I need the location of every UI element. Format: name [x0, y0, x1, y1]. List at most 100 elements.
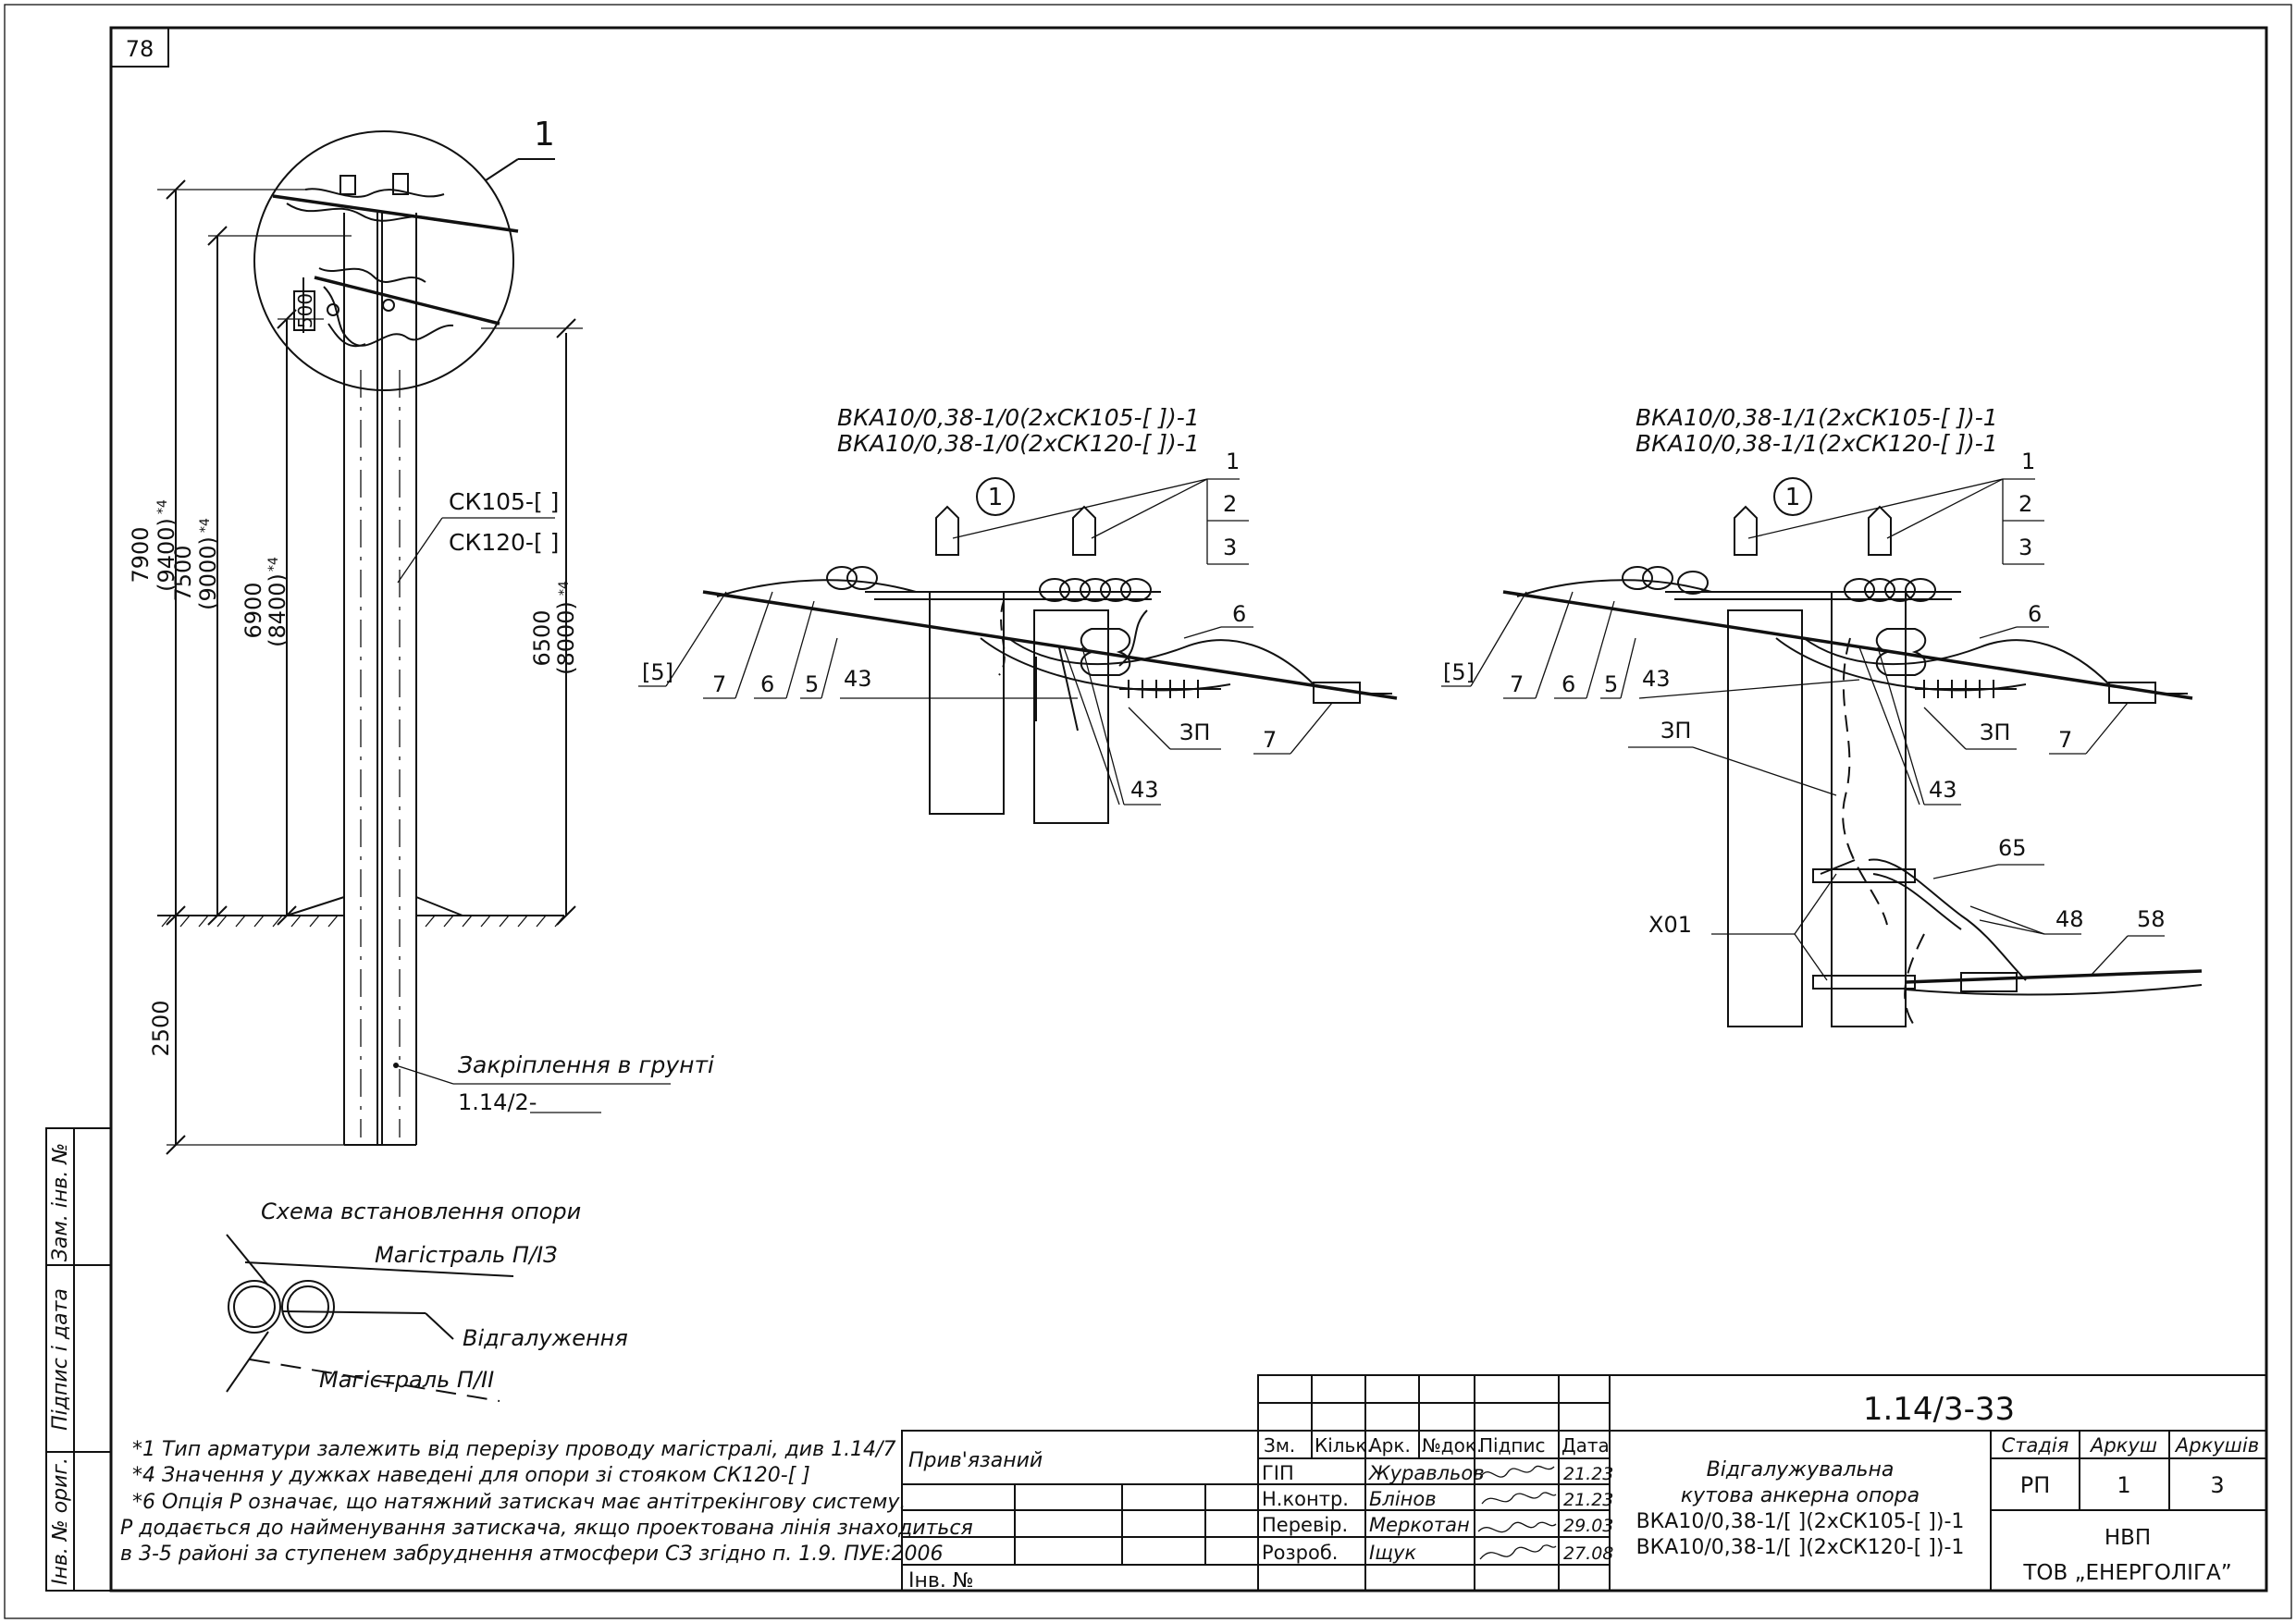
sheet-value: 1	[2117, 1472, 2130, 1498]
det2-tag-58: 58	[2137, 906, 2166, 932]
title-line-1: Відгалужувальна	[1707, 1458, 1895, 1482]
det1-tag-zp: ЗП	[1179, 719, 1210, 745]
det2-tag-7a: 7	[1510, 671, 1524, 697]
det1-tag-7a: 7	[712, 671, 726, 697]
staff-date-0: 21.23	[1563, 1464, 1613, 1484]
det2-tag-43a: 43	[1642, 666, 1671, 692]
det2-tag-7b: 7	[2058, 727, 2072, 753]
sheet-header: Аркуш	[2089, 1434, 2157, 1457]
det2-tag-5b: [5]	[1443, 659, 1475, 685]
dim-6500: 6500	[529, 609, 555, 666]
note-5: в 3-5 районі за ступенем забруднення атм…	[120, 1543, 944, 1566]
scheme-branch: Відгалуження	[463, 1325, 628, 1351]
det1-tag-43a: 43	[844, 666, 872, 692]
title-line-3: ВКА10/0,38-1/[ ](2хСК105-[ ])-1	[1636, 1510, 1965, 1533]
fixing-ref: 1.14/2-	[458, 1089, 537, 1115]
note-1: *1 Тип арматури залежить від перерізу пр…	[132, 1438, 895, 1461]
detail-circle	[253, 130, 514, 391]
det1-tag-1: 1	[1226, 449, 1240, 474]
det2-tag-zp-left: ЗП	[1660, 718, 1691, 744]
dim-8400: (8400)	[265, 573, 290, 647]
notes: *1 Тип арматури залежить від перерізу пр…	[120, 1438, 973, 1566]
note-4: Р додається до найменування затискача, я…	[120, 1517, 973, 1540]
staff-date-1: 21.23	[1563, 1490, 1613, 1510]
staff-role-3: Розроб.	[1262, 1542, 1338, 1564]
dim-mark: *4	[155, 499, 170, 514]
margin-label-inv: Інв. № ориг.	[49, 1457, 72, 1585]
dim-7900: 7900	[128, 526, 154, 583]
det2-tag-3: 3	[2018, 535, 2032, 560]
det1-line2: ВКА10/0,38-1/0(2хСК120-[ ])-1	[837, 430, 1200, 457]
det2-tag-2: 2	[2018, 491, 2032, 517]
scheme-title: Схема встановлення опори	[261, 1199, 581, 1224]
signatures	[1477, 1465, 1557, 1560]
staff-name-1: Блінов	[1369, 1488, 1437, 1510]
det1-tag-5a: 5	[805, 671, 819, 697]
staff-date-3: 27.08	[1563, 1543, 1613, 1564]
pole-side-view: 1 500	[128, 116, 714, 1155]
header-data: Дата	[1562, 1434, 1610, 1457]
page-number-box	[110, 27, 169, 68]
attached-label: Прив'язаний	[908, 1449, 1043, 1472]
stage-header: Стадія	[2002, 1434, 2069, 1457]
title-line-4: ВКА10/0,38-1/[ ](2хСК120-[ ])-1	[1636, 1536, 1965, 1559]
det2-tag-43b: 43	[1929, 777, 1957, 803]
det2-tag-x01: Х01	[1648, 912, 1692, 938]
staff-name-3: Іщук	[1369, 1542, 1416, 1564]
det1-tag-3: 3	[1223, 535, 1237, 560]
dim-8000: (8000)	[553, 601, 579, 675]
header-ark: Арк.	[1369, 1434, 1411, 1457]
staff-role-1: Н.контр.	[1262, 1488, 1349, 1510]
dim-2500: 2500	[148, 1000, 174, 1056]
pole-type-b: СК120-[ ]	[449, 529, 559, 556]
detail-variant-0: ВКА10/0,38-1/0(2хСК105-[ ])-1 ВКА10/0,38…	[638, 404, 1398, 824]
det1-line1: ВКА10/0,38-1/0(2хСК105-[ ])-1	[837, 404, 1200, 431]
stage-value: РП	[2020, 1472, 2051, 1498]
title-line-2: кутова анкерна опора	[1681, 1484, 1920, 1507]
det2-tag-6b: 6	[1562, 671, 1575, 697]
header-pidpys: Підпис	[1479, 1434, 1546, 1457]
det1-tag-2: 2	[1223, 491, 1237, 517]
det2-tag-zp-right: ЗП	[1980, 719, 2010, 745]
margin-strip: Зам. інв. № Підпис і дата Інв. № ориг.	[45, 1127, 112, 1592]
note-3: *6 Опція Р означає, що натяжний затискач…	[132, 1491, 906, 1514]
dim-9400: (9400)	[154, 518, 179, 592]
dim-6900: 6900	[241, 582, 266, 638]
det1-circle: 1	[988, 484, 1004, 511]
fixing-label: Закріплення в грунті	[458, 1051, 714, 1078]
det2-tag-65: 65	[1998, 835, 2027, 861]
inv-label: Інв. №	[908, 1569, 974, 1592]
page-number: 78	[126, 36, 154, 62]
dim-9000: (9000)	[195, 536, 221, 610]
det2-tag-5a: 5	[1604, 671, 1618, 697]
staff-date-2: 29.03	[1563, 1516, 1613, 1536]
pole-callout: 1	[534, 116, 555, 154]
header-zm: Зм.	[1264, 1434, 1295, 1457]
detail-variant-1: ВКА10/0,38-1/1(2хСК105-[ ])-1 ВКА10/0,38…	[1441, 404, 2203, 1027]
dim-500: 500	[294, 293, 316, 328]
det1-tag-7b: 7	[1263, 727, 1277, 753]
dim-mark: *4	[266, 557, 281, 572]
det2-tag-48: 48	[2055, 906, 2084, 932]
title-block: Прив'язаний Інв. № Зм. Кільк. Арк. №док.…	[901, 1374, 2267, 1592]
dim-mark: *4	[557, 581, 572, 596]
det2-tag-1: 1	[2021, 449, 2035, 474]
det1-tag-6a: 6	[1232, 601, 1246, 627]
drawing-code: 1.14/3-33	[1863, 1391, 2015, 1428]
pole-type-a: СК105-[ ]	[449, 488, 559, 515]
scheme-main-b: Магістраль П/ІІ	[319, 1367, 494, 1393]
det1-tag-5b: [5]	[642, 659, 673, 685]
org-line-1: НВП	[2105, 1526, 2151, 1550]
staff-name-0: Журавльов	[1367, 1462, 1485, 1484]
margin-label-sign: Підпис і дата	[49, 1288, 72, 1431]
header-ndok: №док.	[1422, 1434, 1482, 1457]
installation-scheme: Схема встановлення опори Магістраль П/ІЗ…	[226, 1199, 628, 1402]
header-kilk: Кільк.	[1315, 1434, 1373, 1457]
det1-tag-6b: 6	[760, 671, 774, 697]
staff-name-2: Меркотан	[1369, 1514, 1470, 1536]
scheme-main-a: Магістраль П/ІЗ	[375, 1242, 558, 1268]
dim-7500: 7500	[170, 545, 196, 601]
staff-role-0: ГІП	[1262, 1462, 1294, 1484]
sheets-header: Аркушів	[2174, 1434, 2259, 1457]
